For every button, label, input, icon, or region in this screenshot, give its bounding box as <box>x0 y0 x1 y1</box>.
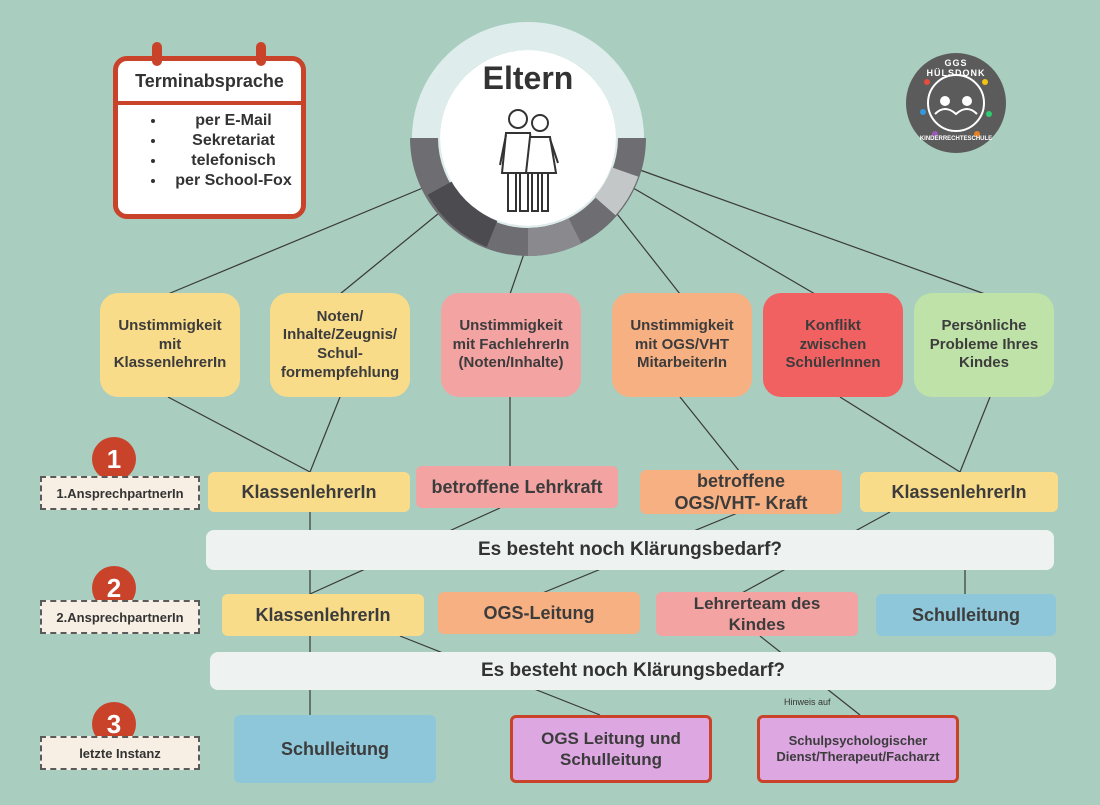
issue-noten: Noten/ Inhalte/Zeugnis/ Schul-formempfeh… <box>270 293 410 397</box>
contact2-ogs-leitung: OGS-Leitung <box>438 592 640 634</box>
level-number-1: 1 <box>92 437 136 481</box>
contact2-klassenlehrer: KlassenlehrerIn <box>222 594 424 636</box>
calendar-ring-icon <box>152 42 162 66</box>
root-title: Eltern <box>482 60 574 96</box>
appointment-item: per E-Mail <box>166 111 301 131</box>
connector <box>639 169 986 295</box>
clarify-bar-1: Es besteht noch Klärungsbedarf? <box>206 530 1054 570</box>
logo-text-top: GGS HÜLSDONK <box>926 58 986 78</box>
connector <box>627 184 816 295</box>
contact1-klassenlehrer: KlassenlehrerIn <box>208 472 410 512</box>
appointment-title: Terminabsprache <box>118 61 301 105</box>
connector <box>309 396 341 473</box>
issue-ogs: Unstimmigkeit mit OGS/VHT MitarbeiterIn <box>612 293 752 397</box>
contact1-klassenlehrer-2: KlassenlehrerIn <box>860 472 1058 512</box>
school-logo <box>906 53 1006 153</box>
level-label-1: 1.AnsprechpartnerIn <box>40 476 200 510</box>
appointment-item: per School-Fox <box>166 171 301 191</box>
logo-text-bottom: KINDERRECHTESCHULE <box>919 136 993 142</box>
contact3-schulpsychologe: Schulpsychologischer Dienst/Therapeut/Fa… <box>757 715 959 783</box>
appointment-item: Sekretariat <box>166 131 301 151</box>
appointment-list: per E-Mail Sekretariat telefonisch per S… <box>118 111 301 191</box>
hint-label: Hinweis auf <box>784 697 831 707</box>
connector <box>167 184 431 295</box>
level-label-2: 2.AnsprechpartnerIn <box>40 600 200 634</box>
appointment-calendar: Terminabsprache per E-Mail Sekretariat t… <box>113 56 306 219</box>
issue-klassenlehrer: Unstimmigkeit mit KlassenlehrerIn <box>100 293 240 397</box>
parents-icon <box>499 109 559 212</box>
contact2-lehrerteam: Lehrerteam des Kindes <box>656 592 858 636</box>
issue-persoenlich: Persönliche Probleme Ihres Kindes <box>914 293 1054 397</box>
connector <box>959 396 991 473</box>
clarify-bar-2: Es besteht noch Klärungsbedarf? <box>210 652 1056 690</box>
issue-konflikt: Konflikt zwischen SchülerInnen <box>763 293 903 397</box>
calendar-ring-icon <box>256 42 266 66</box>
contact1-ogs-kraft: betroffene OGS/VHT- Kraft <box>640 470 842 514</box>
contact1-lehrkraft: betroffene Lehrkraft <box>416 466 618 508</box>
contact2-schulleitung: Schulleitung <box>876 594 1056 636</box>
contact3-ogs-schulleitung: OGS Leitung und Schulleitung <box>510 715 712 783</box>
connector <box>339 199 456 295</box>
connector <box>609 204 681 295</box>
connector <box>679 396 741 473</box>
appointment-item: telefonisch <box>166 151 301 171</box>
level-label-3: letzte Instanz <box>40 736 200 770</box>
contact3-schulleitung: Schulleitung <box>234 715 436 783</box>
connector <box>167 396 311 473</box>
connector <box>839 396 961 473</box>
issue-fachlehrer: Unstimmigkeit mit FachlehrerIn (Noten/In… <box>441 293 581 397</box>
